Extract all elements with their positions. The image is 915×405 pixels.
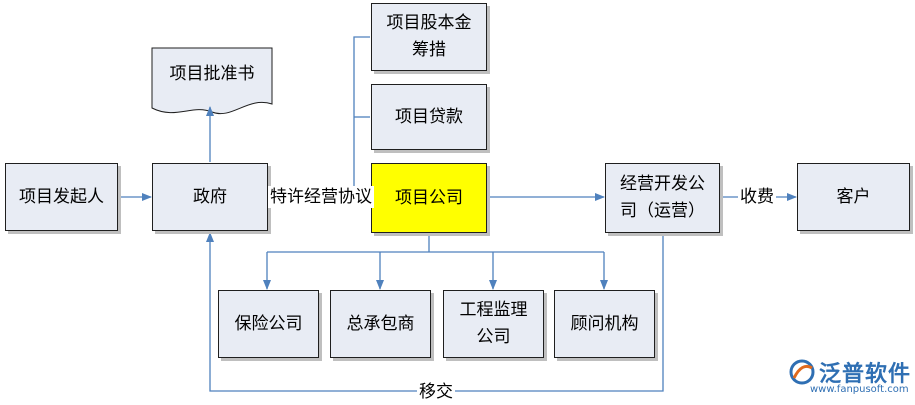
node-consultant: 顾问机构	[554, 290, 655, 358]
connector-equity	[353, 36, 370, 197]
logo-mark-icon	[789, 359, 815, 385]
node-project-company-label: 项目公司	[395, 187, 463, 208]
logo-name: 泛普软件	[819, 362, 912, 387]
node-approval-doc-label: 项目批准书	[169, 64, 255, 84]
node-operator-label-2: 司（运营）	[620, 201, 705, 221]
node-initiator: 项目发起人	[5, 163, 118, 231]
logo-url: www.fanpusoft.com	[810, 384, 909, 395]
node-customer: 客户	[797, 163, 910, 231]
node-insurance-label: 保险公司	[234, 313, 303, 334]
node-supervision-label-2: 公司	[476, 327, 511, 347]
node-consultant-label: 顾问机构	[570, 313, 639, 334]
node-government: 政府	[152, 163, 268, 231]
node-equity-label-2: 筹措	[412, 40, 446, 60]
node-customer-label: 客户	[836, 186, 871, 207]
node-loan-label: 项目贷款	[395, 106, 463, 127]
node-supervision: 工程监理 公司	[443, 290, 544, 358]
node-initiator-label: 项目发起人	[19, 186, 104, 207]
node-approval-doc: 项目批准书	[152, 60, 272, 88]
node-insurance: 保险公司	[218, 290, 319, 358]
node-contractor-label: 总承包商	[346, 313, 415, 334]
edge-label-franchise: 特许经营协议	[268, 186, 374, 208]
node-equity-label-1: 项目股本金	[386, 13, 472, 33]
node-government-label: 政府	[193, 186, 227, 207]
node-loan: 项目贷款	[371, 84, 487, 150]
node-equity: 项目股本金 筹措	[371, 3, 487, 71]
edge-label-fee: 收费	[738, 186, 776, 208]
node-project-company: 项目公司	[371, 163, 487, 233]
node-contractor: 总承包商	[330, 290, 431, 358]
brand-logo: 泛普软件 www.fanpusoft.com	[788, 354, 913, 402]
node-operator: 经营开发公 司（运营）	[605, 163, 720, 233]
node-operator-label-1: 经营开发公	[620, 174, 705, 194]
edge-label-transfer: 移交	[417, 381, 455, 403]
node-supervision-label-1: 工程监理	[459, 300, 528, 320]
